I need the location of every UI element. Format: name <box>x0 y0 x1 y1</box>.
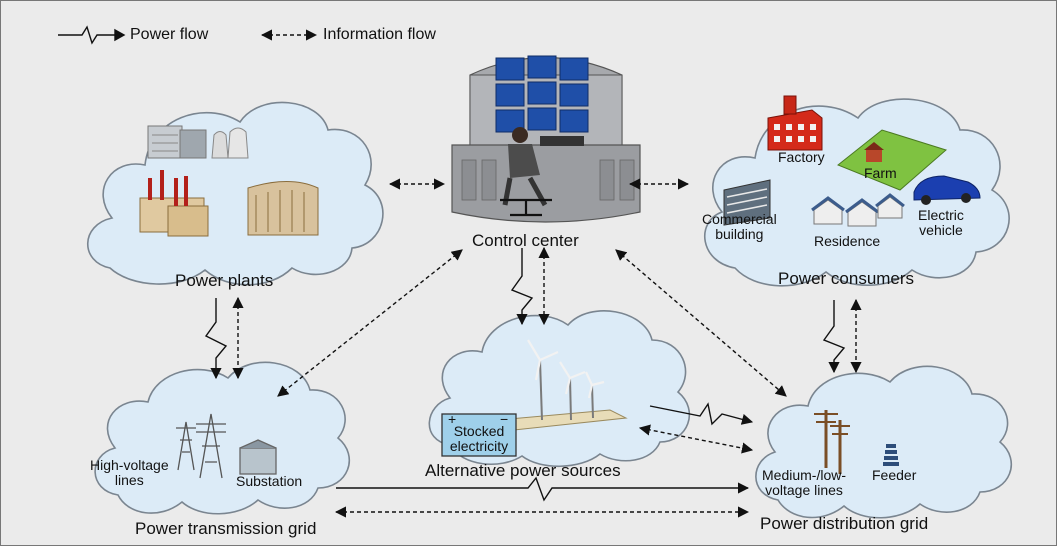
legend-information-flow-label: Information flow <box>323 26 436 43</box>
factory-label: Factory <box>778 149 825 165</box>
cloud-transmission-grid <box>94 361 350 515</box>
power-flow-transmission-distribution <box>336 476 750 502</box>
transmission-icons <box>176 413 277 479</box>
consumer-icons <box>723 95 981 227</box>
hv-line-1: High-voltage <box>90 457 169 473</box>
mv-line-2: voltage lines <box>765 481 843 498</box>
power-flow-alternative-distribution <box>649 402 754 426</box>
electric-vehicle-label: Electric vehicle <box>918 208 964 237</box>
commercial-building-label: Commercial building <box>702 212 777 241</box>
power-plant-icons <box>139 125 319 237</box>
commercial-line-2: building <box>715 225 764 242</box>
stocked-line-1: Stocked <box>453 423 505 439</box>
transmission-grid-label: Power transmission grid <box>135 519 317 538</box>
power-flow-consumers-distribution <box>822 300 846 374</box>
cloud-distribution-grid <box>755 365 1012 519</box>
power-flow-plants-transmission <box>204 298 228 380</box>
ev-line-1: Electric <box>918 207 964 223</box>
commercial-line-1: Commercial <box>702 211 777 227</box>
residence-label: Residence <box>814 233 881 249</box>
battery-plus-sign: + <box>448 411 457 427</box>
power-consumers-label: Power consumers <box>778 269 915 288</box>
power-flow-control-alternative <box>510 248 534 326</box>
control-center-label: Control center <box>472 231 579 250</box>
legend-power-flow-label: Power flow <box>130 26 209 43</box>
medium-low-voltage-lines-label: Medium-/low- voltage lines <box>762 468 846 497</box>
alternative-source-icons <box>441 339 628 457</box>
battery-icon <box>441 413 517 457</box>
distribution-icons <box>814 410 899 474</box>
info-flow-control-distribution <box>615 249 787 397</box>
legend-power-flow-symbol <box>58 25 126 45</box>
battery-minus-sign: − <box>500 411 509 427</box>
control-center-illustration <box>451 55 641 223</box>
ev-line-2: vehicle <box>919 221 963 238</box>
hv-line-2: lines <box>114 471 144 488</box>
substation-label: Substation <box>236 473 303 489</box>
feeder-label: Feeder <box>872 467 917 483</box>
mv-line-1: Medium-/low- <box>762 467 847 483</box>
stocked-electricity-label: Stocked electricity <box>444 424 514 453</box>
power-plants-label: Power plants <box>175 271 274 290</box>
high-voltage-lines-label: High-voltage lines <box>90 458 169 487</box>
info-flow-alternative-distribution <box>638 424 754 454</box>
alternative-sources-label: Alternative power sources <box>425 461 621 480</box>
stocked-line-2: electricity <box>449 437 509 454</box>
farm-label: Farm <box>864 165 897 181</box>
distribution-grid-label: Power distribution grid <box>760 514 929 533</box>
